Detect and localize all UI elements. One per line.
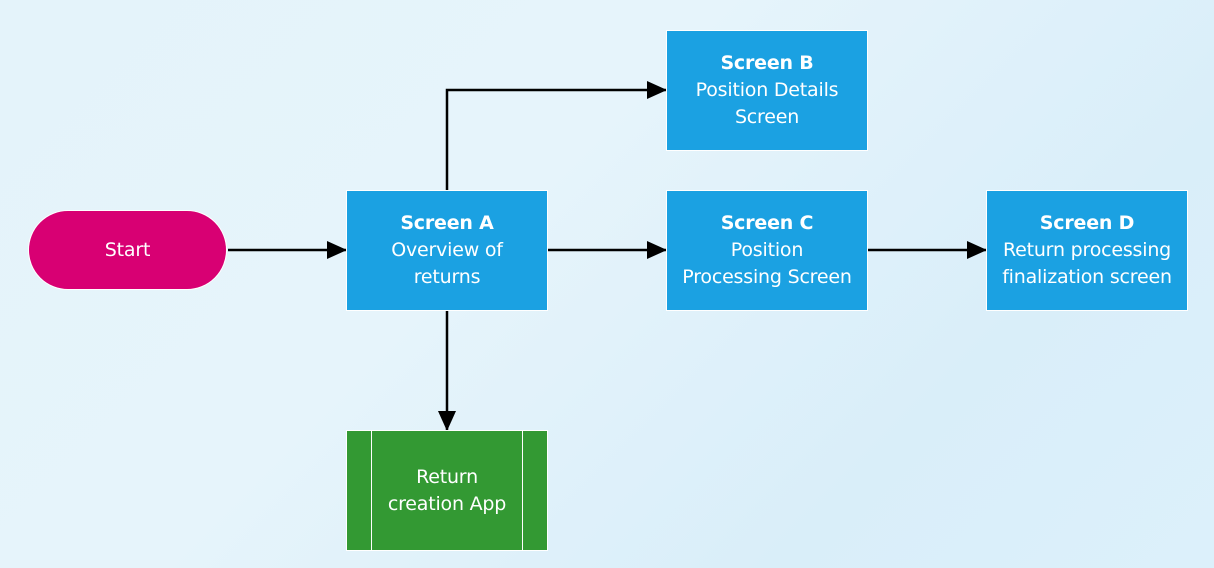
subprocess-right-bar xyxy=(522,431,523,550)
return-creation-app-node: Return creation App xyxy=(346,430,548,551)
start-label: Start xyxy=(104,238,151,261)
screen-d-node: Screen D Return processing finalization … xyxy=(986,190,1188,311)
screen-a-node: Screen A Overview of returns xyxy=(346,190,548,311)
app-label-line1: Return xyxy=(416,465,478,488)
screen-c-subtitle-line1: Position xyxy=(730,239,804,261)
screen-a-subtitle-line1: Overview of xyxy=(391,239,503,261)
screen-c-title: Screen C xyxy=(720,212,814,234)
screen-d-title: Screen D xyxy=(1039,212,1135,234)
screen-b-title: Screen B xyxy=(720,52,814,74)
screen-d-subtitle-line1: Return processing xyxy=(1002,239,1172,261)
app-label-line2: creation App xyxy=(387,492,507,515)
screen-a-subtitle-line2: returns xyxy=(413,266,481,288)
screen-d-subtitle-line2: finalization screen xyxy=(1002,266,1172,288)
screen-b-subtitle-line2: Screen xyxy=(734,106,800,128)
screen-c-subtitle-line2: Processing Screen xyxy=(682,266,852,288)
screen-c-node: Screen C Position Processing Screen xyxy=(666,190,868,311)
screen-b-subtitle-line1: Position Details xyxy=(695,79,839,101)
screen-b-node: Screen B Position Details Screen xyxy=(666,30,868,151)
screen-a-title: Screen A xyxy=(400,212,494,234)
start-node: Start xyxy=(28,210,227,290)
subprocess-left-bar xyxy=(371,431,372,550)
edge-screen-a-to-screen-b xyxy=(445,81,667,190)
